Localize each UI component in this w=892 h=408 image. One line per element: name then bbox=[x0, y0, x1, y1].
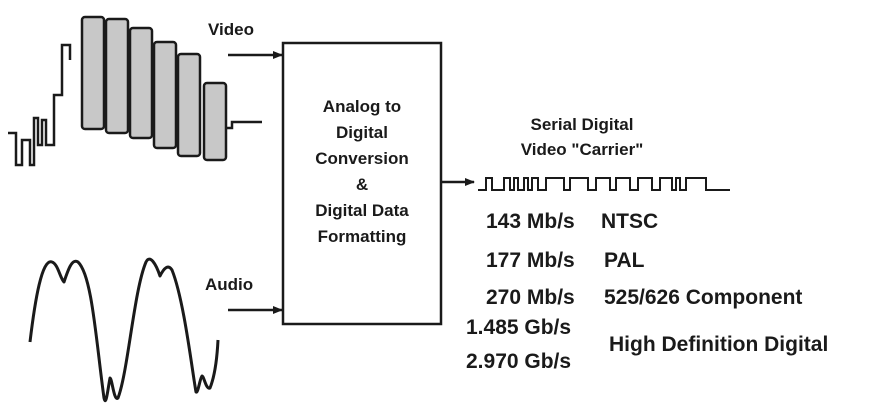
data-rates: 143 Mb/s NTSC 177 Mb/s PAL 270 Mb/s 525/… bbox=[466, 210, 828, 373]
rate-component: 270 Mb/s 525/626 Component bbox=[486, 286, 802, 309]
rate-hd-1: 1.485 Gb/s bbox=[466, 316, 571, 339]
video-input-label: Video bbox=[208, 20, 254, 39]
converter-line: & bbox=[356, 175, 368, 194]
converter-line: Conversion bbox=[315, 149, 409, 168]
rate-format: 525/626 Component bbox=[604, 286, 802, 309]
converter-box bbox=[281, 41, 443, 326]
rate-value: 143 Mb/s bbox=[486, 210, 575, 233]
audio-input-label: Audio bbox=[205, 275, 253, 294]
rate-value: 270 Mb/s bbox=[486, 286, 575, 309]
luminance-step-bars bbox=[80, 15, 228, 162]
converter-line: Formatting bbox=[318, 227, 407, 246]
rate-pal: 177 Mb/s PAL bbox=[486, 249, 645, 272]
rate-format: NTSC bbox=[601, 210, 658, 233]
rate-hd-2: 2.970 Gb/s bbox=[466, 350, 571, 373]
converter-line: Digital bbox=[336, 123, 388, 142]
rate-format: PAL bbox=[604, 249, 645, 272]
carrier-label-line: Video "Carrier" bbox=[521, 140, 644, 159]
video-waveform bbox=[8, 15, 262, 167]
carrier-label: Serial Digital Video "Carrier" bbox=[521, 115, 644, 159]
serial-digital-signal bbox=[478, 177, 730, 191]
converter-line: Digital Data bbox=[315, 201, 409, 220]
converter-text: Analog to Digital Conversion & Digital D… bbox=[315, 97, 409, 246]
rate-hd-format: High Definition Digital bbox=[609, 333, 828, 356]
carrier-label-line: Serial Digital bbox=[531, 115, 634, 134]
rate-ntsc: 143 Mb/s NTSC bbox=[486, 210, 658, 233]
audio-waveform bbox=[28, 257, 220, 402]
rate-value: 177 Mb/s bbox=[486, 249, 575, 272]
converter-line: Analog to bbox=[323, 97, 401, 116]
